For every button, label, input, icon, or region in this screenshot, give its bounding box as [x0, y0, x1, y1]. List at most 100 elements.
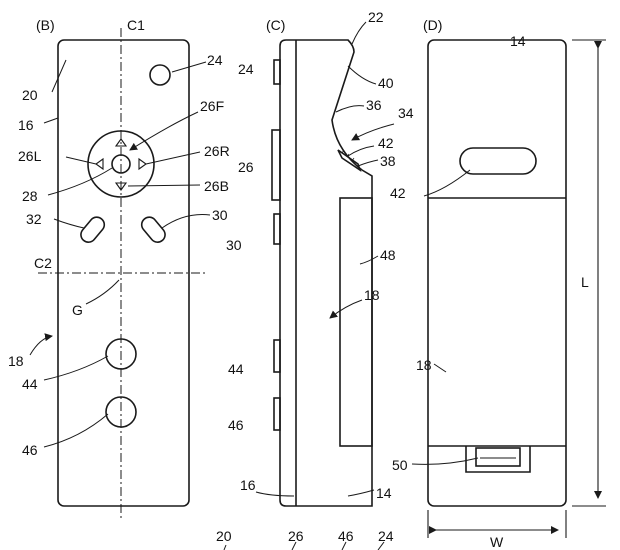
leader-20: [51, 59, 67, 93]
leader-26F: [129, 111, 199, 151]
label-30-c: 30: [226, 237, 242, 253]
label-20: 20: [22, 87, 38, 103]
button-44: [105, 338, 137, 370]
side-button-26: [271, 129, 281, 201]
label-36: 36: [366, 97, 382, 113]
label-44-c: 44: [228, 361, 244, 377]
oval-button-32: [80, 216, 106, 243]
label-26L: 26L: [18, 148, 42, 164]
leader-38: [357, 159, 379, 167]
panel-d-bottom-view: [411, 39, 606, 538]
label-dim-l: L: [581, 274, 589, 290]
cross-key-left-arrow-icon: [95, 157, 104, 171]
label-46-bottom: 46: [338, 528, 354, 544]
trigger-button-42-bottom: [459, 147, 537, 175]
label-46-b: 46: [22, 442, 38, 458]
panel-label-c: (C): [266, 17, 285, 33]
leader-42-c: [347, 145, 375, 157]
cross-key-26: [87, 130, 155, 198]
label-24-b: 24: [207, 52, 223, 68]
leader-18-b: [29, 333, 53, 356]
leader-40: [347, 65, 377, 85]
leader-26B: [127, 184, 201, 187]
button-46: [105, 396, 137, 428]
label-26B: 26B: [204, 178, 229, 194]
label-40: 40: [378, 75, 394, 91]
leader-16: [43, 117, 59, 124]
label-26-bottom: 26: [288, 528, 304, 544]
leader-26-bottom: [291, 541, 297, 550]
bottom-body-outline: [427, 39, 567, 507]
leader-28: [47, 167, 113, 196]
label-38: 38: [380, 153, 396, 169]
leader-22: [351, 21, 367, 45]
oval-button-30: [140, 216, 166, 243]
label-26R: 26R: [204, 143, 230, 159]
label-42-c: 42: [378, 135, 394, 151]
label-30-b: 30: [212, 207, 228, 223]
leader-26R: [145, 151, 201, 165]
label-42-d: 42: [390, 185, 406, 201]
leader-34: [351, 123, 395, 141]
leader-18-c: [329, 299, 363, 319]
leader-18-d: [433, 363, 447, 373]
label-16-b: 16: [18, 117, 34, 133]
leader-44: [43, 355, 109, 381]
leader-30: [161, 214, 211, 229]
side-button-24: [273, 59, 281, 85]
leader-46: [43, 413, 109, 448]
leader-32: [53, 218, 85, 229]
label-16-c: 16: [240, 477, 256, 493]
leader-24-bottom: [377, 541, 385, 550]
leader-48: [359, 255, 379, 265]
trigger-button-42-side: [337, 149, 362, 172]
hatch-1: [341, 149, 345, 154]
panel-c-side-view: [255, 21, 395, 507]
panel-label-b: (B): [36, 17, 55, 33]
label-c2: C2: [34, 255, 52, 271]
cross-key-up-arrow-icon: [114, 138, 128, 147]
leader-50: [411, 457, 479, 465]
label-18-c: 18: [364, 287, 380, 303]
side-button-46: [273, 397, 281, 431]
leader-20-bottom: [223, 544, 227, 550]
connector-50-housing: [465, 446, 531, 473]
a-button-28: [111, 154, 131, 174]
label-g: G: [72, 302, 83, 318]
label-34: 34: [398, 105, 414, 121]
label-28: 28: [22, 188, 38, 204]
connector-50-port: [475, 447, 521, 467]
label-22: 22: [368, 9, 384, 25]
side-body-outline: [279, 39, 373, 507]
side-button-44: [273, 339, 281, 373]
label-18-b: 18: [8, 353, 24, 369]
label-18-d: 18: [416, 357, 432, 373]
label-14-bottom: 14: [376, 485, 392, 501]
label-32: 32: [26, 211, 42, 227]
panel-b-top-view: [29, 28, 211, 520]
label-44-b: 44: [22, 376, 38, 392]
leader-46-bottom: [341, 541, 347, 550]
label-26F: 26F: [200, 98, 224, 114]
leader-g: [85, 279, 120, 305]
label-50: 50: [392, 457, 408, 473]
leader-14-bottom: [347, 489, 375, 497]
cross-key-right-arrow-icon: [138, 157, 147, 171]
leader-26L: [65, 156, 97, 165]
label-20-bottom: 20: [216, 528, 232, 544]
label-c1: C1: [127, 17, 145, 33]
label-26-c: 26: [238, 159, 254, 175]
leader-24: [171, 61, 207, 73]
side-button-30: [273, 213, 281, 245]
panel-label-d: (D): [423, 17, 442, 33]
label-46-c: 46: [228, 417, 244, 433]
label-dim-w: W: [490, 534, 504, 550]
leader-16-c: [255, 491, 295, 497]
hatch-3: [351, 157, 355, 162]
label-14-top: 14: [510, 33, 526, 49]
label-24-c: 24: [238, 61, 254, 77]
leader-36: [335, 105, 365, 113]
power-button-24: [149, 64, 171, 86]
label-48: 48: [380, 247, 396, 263]
